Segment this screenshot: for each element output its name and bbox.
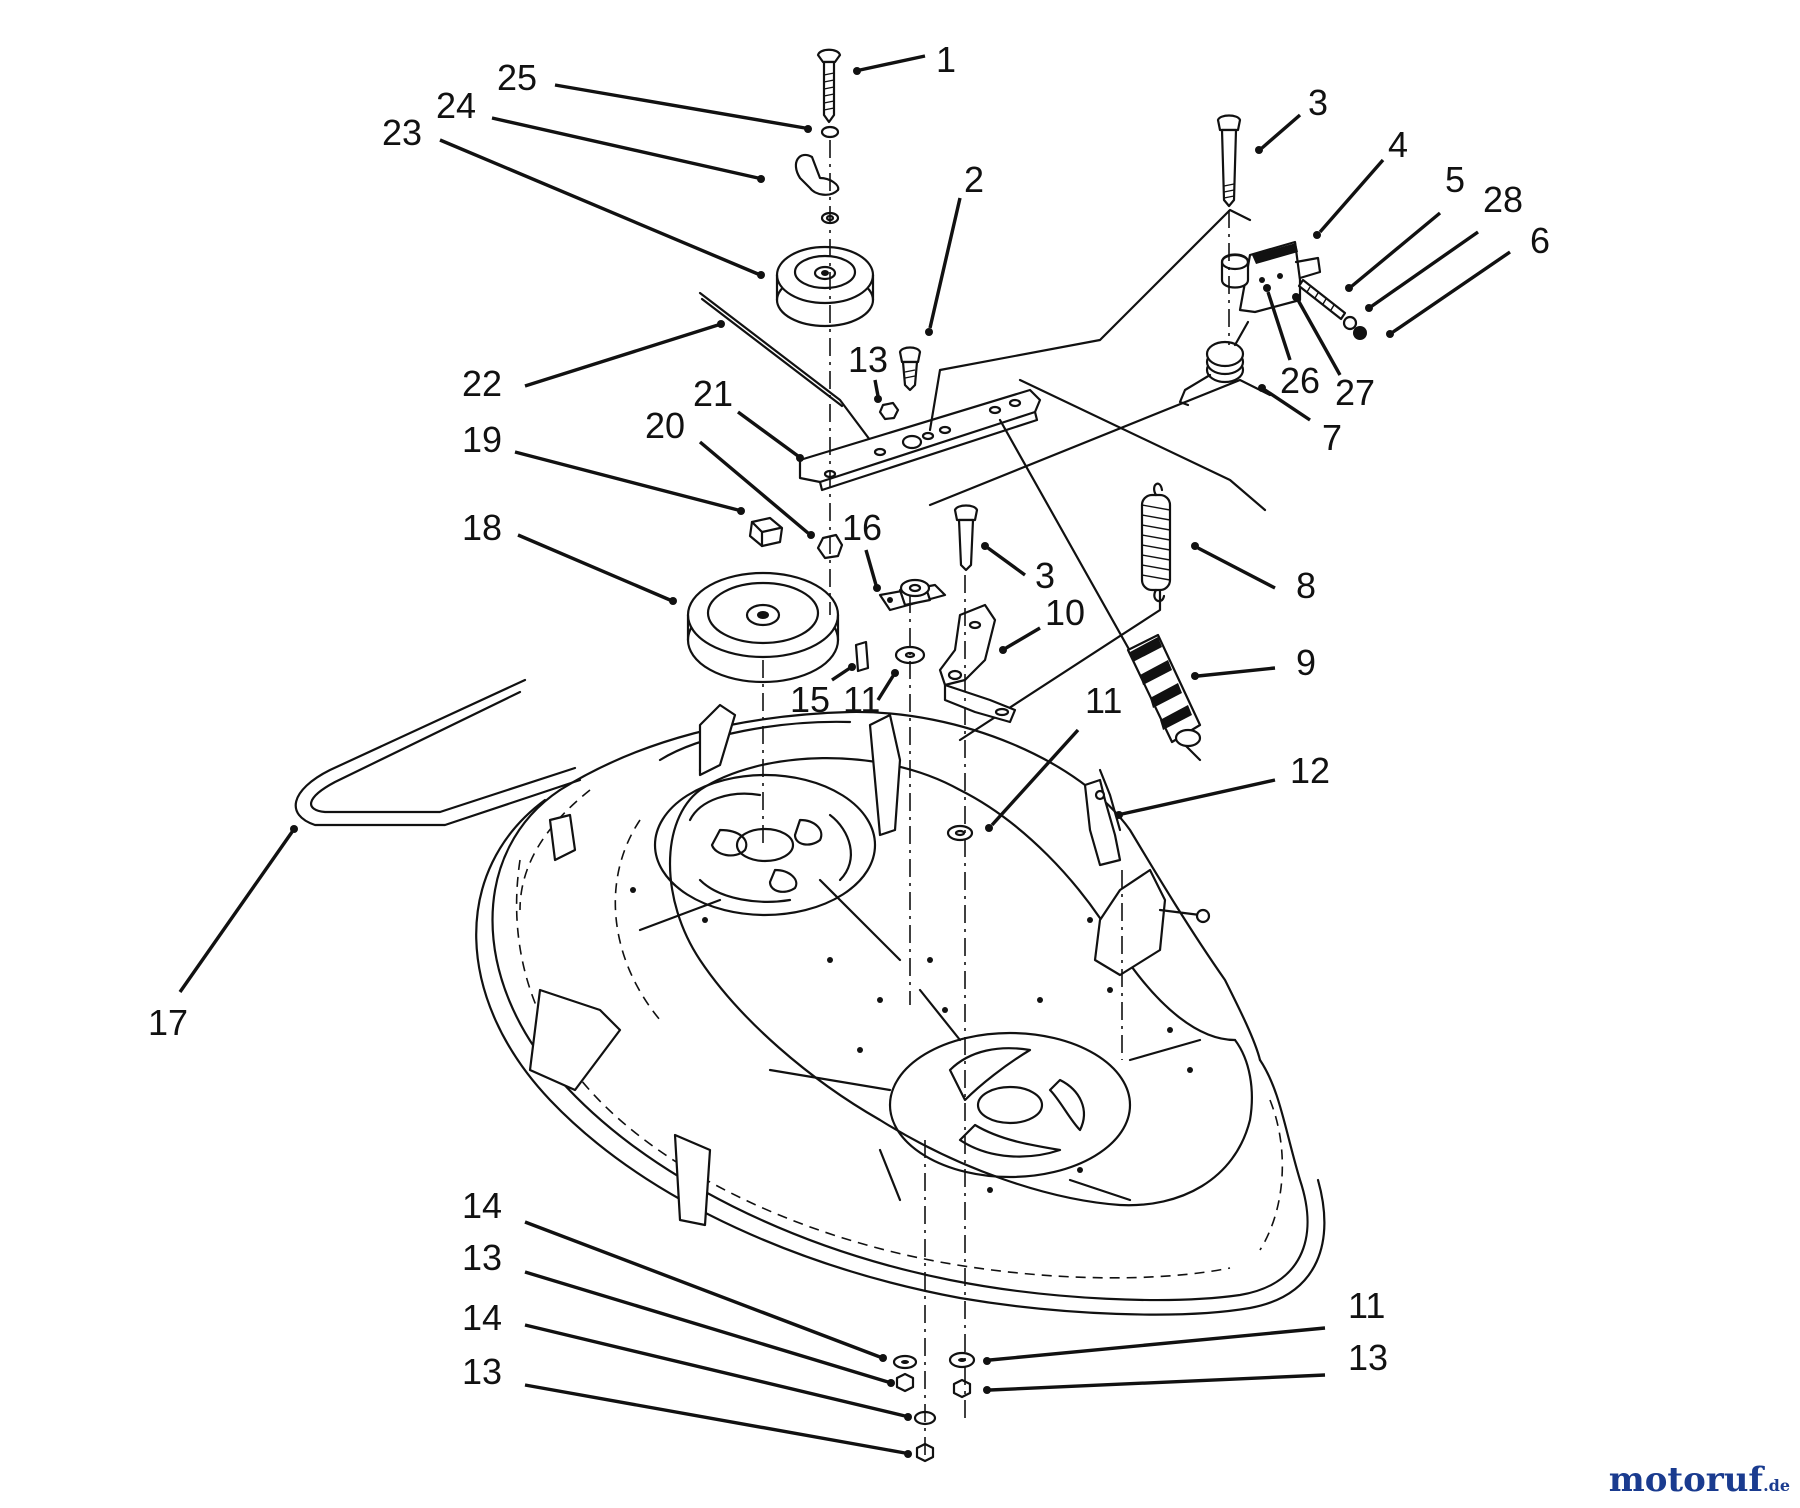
callout-11-middle: 11 <box>1085 680 1122 721</box>
callout-16: 16 <box>842 507 882 548</box>
bracket-12 <box>1083 778 1122 867</box>
callout-25: 25 <box>497 57 537 98</box>
callout-6: 6 <box>1530 220 1550 261</box>
left-spindle-plate <box>638 718 902 962</box>
callout-12: 12 <box>1290 750 1330 791</box>
callout-15: 15 <box>790 679 830 720</box>
callout-5: 5 <box>1445 159 1465 200</box>
spring-9 <box>1126 633 1202 748</box>
nut-19 <box>748 516 784 548</box>
watermark-suffix: .de <box>1763 1476 1790 1495</box>
deck-pulley <box>686 571 840 684</box>
callout-20: 20 <box>645 405 685 446</box>
bolt-2 <box>898 346 922 392</box>
assembly-axes <box>762 140 1230 1460</box>
callout-2: 2 <box>964 159 984 200</box>
callout-11-bottom: 11 <box>1348 1285 1385 1326</box>
callout-8: 8 <box>1296 565 1316 606</box>
callouts: 1 25 24 23 22 2 13 21 20 19 18 16 <box>148 39 1550 1458</box>
washer-11-mid <box>946 824 974 842</box>
callout-9: 9 <box>1296 642 1316 683</box>
callout-23: 23 <box>382 112 422 153</box>
callout-3-upper: 3 <box>1308 82 1328 123</box>
bracket-4-assembly <box>1220 240 1322 314</box>
callout-21: 21 <box>693 373 733 414</box>
callout-28: 28 <box>1483 179 1523 220</box>
drive-belt <box>294 678 582 827</box>
bottom-hardware-left <box>892 1354 937 1463</box>
callout-3-middle: 3 <box>1035 555 1055 596</box>
spring-8 <box>1140 482 1172 603</box>
callout-13-upper: 13 <box>848 339 888 380</box>
nut-6 <box>1353 326 1367 340</box>
bolt-3-lower <box>953 504 979 572</box>
callout-1: 1 <box>936 39 956 80</box>
torsion-spring-7 <box>1178 320 1250 407</box>
callout-11-left: 11 <box>843 679 880 720</box>
callout-27: 27 <box>1335 372 1375 413</box>
callout-18: 18 <box>462 507 502 548</box>
bottom-hardware-right <box>948 1351 976 1399</box>
screw-15 <box>854 640 870 673</box>
right-spindle-plate <box>768 988 1202 1202</box>
mower-deck-housing <box>475 703 1326 1316</box>
callout-22: 22 <box>462 363 502 404</box>
callout-17: 17 <box>148 1002 188 1043</box>
lift-bracket-10 <box>938 603 1017 724</box>
callout-26: 26 <box>1280 360 1320 401</box>
idler-rod-22 <box>698 291 872 442</box>
callout-14-lower: 14 <box>462 1297 502 1338</box>
deck-holes <box>630 887 1193 1193</box>
watermark-text: motoruf <box>1608 1460 1764 1500</box>
callout-14-upper: 14 <box>462 1185 502 1226</box>
callout-13-bottom: 13 <box>1348 1337 1388 1378</box>
bolt-1 <box>816 48 842 124</box>
callout-13-lower-b: 13 <box>462 1351 502 1392</box>
callout-13-lower-a: 13 <box>462 1237 502 1278</box>
callout-10: 10 <box>1045 592 1085 633</box>
idler-arm <box>798 388 1042 492</box>
callout-4: 4 <box>1388 124 1408 165</box>
bolt-3-upper <box>1216 114 1242 208</box>
screw-5 <box>1297 278 1347 321</box>
callout-7: 7 <box>1322 417 1342 458</box>
callout-24: 24 <box>436 85 476 126</box>
washer-28 <box>1342 315 1358 331</box>
idler-pulley <box>775 245 875 328</box>
callout-19: 19 <box>462 419 502 460</box>
pivot-bracket-16 <box>878 578 947 612</box>
nut-13-upper <box>878 401 900 421</box>
idler-bracket-24 <box>794 153 840 196</box>
motoruf-watermark: motoruf.de <box>1609 1460 1790 1500</box>
